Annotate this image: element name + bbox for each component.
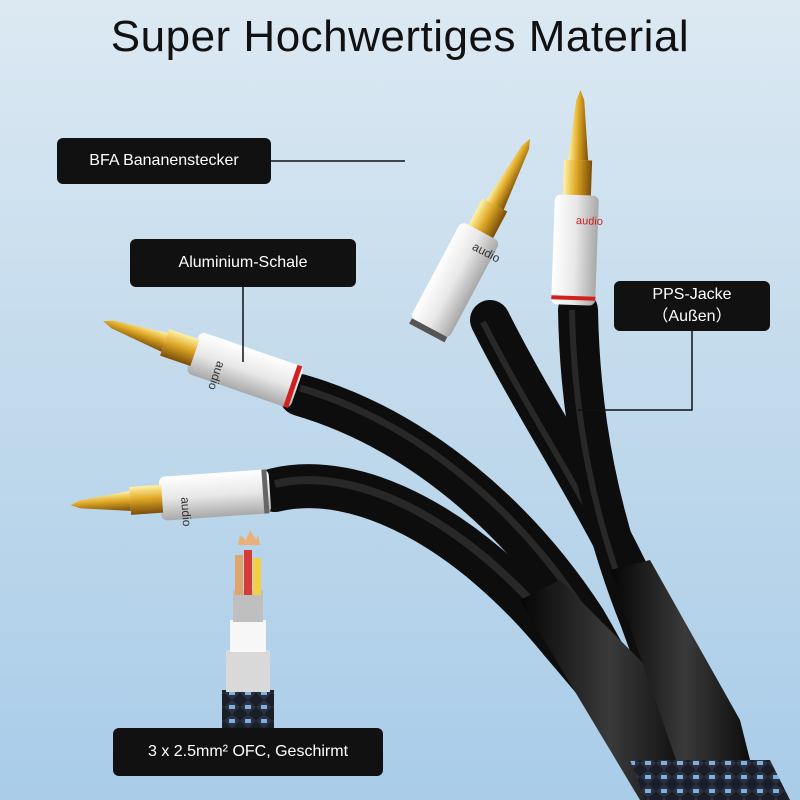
callout-pps-line2: （Außen）	[652, 308, 732, 325]
leader-lines	[242, 160, 693, 411]
callout-bfa-banana-plug: BFA Bananenstecker	[57, 138, 271, 184]
banana-plug-top-right: audio	[551, 90, 603, 306]
callout-ofc-shielded: 3 x 2.5mm² OFC, Geschirmt	[113, 728, 383, 776]
plug-brand-text: audio	[178, 497, 194, 528]
banana-plug-top-middle: audio	[409, 138, 531, 343]
braided-cable-end-left	[630, 760, 720, 800]
splitter-sleeve-left	[520, 580, 700, 800]
cable-cross-section	[222, 530, 274, 728]
callout-pps-jacket: PPS-Jacke （Außen）	[614, 281, 770, 331]
banana-plug-middle-left: audio	[103, 320, 303, 409]
callout-pps-line1: PPS-Jacke	[652, 286, 732, 303]
splitter-sleeve-right	[610, 560, 760, 800]
braided-cable-end-right	[700, 760, 790, 800]
plug-brand-text: audio	[576, 215, 603, 228]
callout-aluminium-shell: Aluminium-Schale	[130, 239, 356, 287]
banana-plug-lower-left: audio	[70, 469, 271, 528]
page-title: Super Hochwertiges Material	[110, 12, 690, 61]
